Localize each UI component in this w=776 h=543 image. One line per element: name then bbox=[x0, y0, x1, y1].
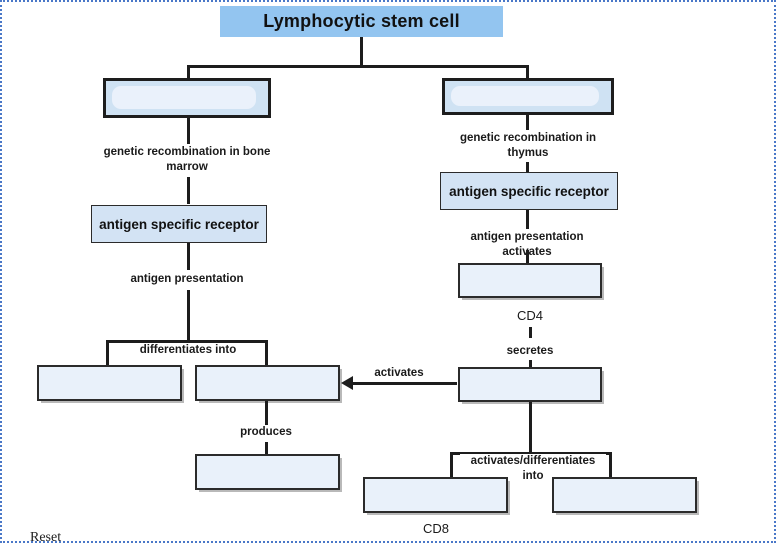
connector-title-stem bbox=[360, 37, 363, 68]
edge-label-secretes: secretes bbox=[492, 344, 568, 359]
connector-b-cell-down bbox=[187, 118, 190, 144]
connector-title-split bbox=[187, 65, 529, 68]
node-label-cd8: CD8 bbox=[422, 521, 449, 536]
edge-label-thymus: genetic recombination in thymus bbox=[454, 131, 602, 161]
connector-to-cytokine bbox=[529, 360, 532, 368]
connector-bottom-split-bar bbox=[450, 452, 612, 455]
connector-to-tcr bbox=[526, 162, 529, 173]
drop-slot-helper-t-cell[interactable] bbox=[458, 263, 602, 298]
drop-slot-t-cell[interactable] bbox=[442, 78, 614, 115]
connector-cytokine-down bbox=[529, 402, 532, 453]
connector-to-antibody bbox=[265, 442, 268, 456]
drop-slot-antibody[interactable] bbox=[195, 454, 340, 490]
connector-title-to-left bbox=[187, 65, 190, 80]
edge-label-bone-marrow: genetic recombination in bone marrow bbox=[97, 145, 277, 175]
box-antigen-specific-receptor-b: antigen specific receptor bbox=[91, 205, 267, 243]
arrow-activates-shaft bbox=[353, 382, 457, 385]
drop-slot-memory-t-cell[interactable] bbox=[552, 477, 697, 513]
connector-bottom-split-right bbox=[609, 452, 612, 478]
node-label-cd4: CD4 bbox=[516, 308, 543, 323]
connector-bcr-down bbox=[187, 243, 190, 270]
title-box: Lymphocytic stem cell bbox=[220, 6, 503, 37]
drop-slot-b-cell-inner bbox=[112, 86, 256, 109]
edge-label-differentiates-into: differentiates into bbox=[132, 343, 244, 358]
drop-slot-plasma-cell[interactable] bbox=[37, 365, 182, 401]
connector-produces-down bbox=[265, 401, 268, 425]
connector-t-cell-down bbox=[526, 115, 529, 130]
drop-slot-t-cell-inner bbox=[451, 86, 599, 106]
drop-slot-cytotoxic-t-cell[interactable] bbox=[363, 477, 508, 513]
arrow-activates-head bbox=[341, 376, 353, 390]
connector-title-to-right bbox=[526, 65, 529, 80]
edge-label-activates-differentiates-into: activates/differentiates into bbox=[460, 454, 606, 484]
connector-tcr-down bbox=[526, 210, 529, 229]
edge-label-antigen-presentation: antigen presentation bbox=[122, 272, 252, 287]
connector-differentiates-bar bbox=[106, 340, 268, 343]
reset-button[interactable]: Reset bbox=[30, 530, 62, 543]
connector-differentiates-right bbox=[265, 340, 268, 366]
edge-label-antigen-presentation-activates: antigen presentation activates bbox=[448, 230, 606, 260]
drop-slot-b-cell[interactable] bbox=[103, 78, 271, 118]
edge-label-produces: produces bbox=[227, 425, 305, 440]
drop-slot-memory-b-cell[interactable] bbox=[195, 365, 340, 401]
connector-to-differentiates bbox=[187, 290, 190, 342]
connector-to-cd4 bbox=[526, 250, 529, 264]
edge-label-activates: activates bbox=[368, 366, 430, 381]
box-antigen-specific-receptor-t: antigen specific receptor bbox=[440, 172, 618, 210]
drop-slot-cytokine[interactable] bbox=[458, 367, 602, 402]
connector-cd4-down bbox=[529, 327, 532, 338]
connector-to-bcr bbox=[187, 177, 190, 204]
connector-differentiates-left bbox=[106, 340, 109, 366]
connector-bottom-split-left bbox=[450, 452, 453, 478]
